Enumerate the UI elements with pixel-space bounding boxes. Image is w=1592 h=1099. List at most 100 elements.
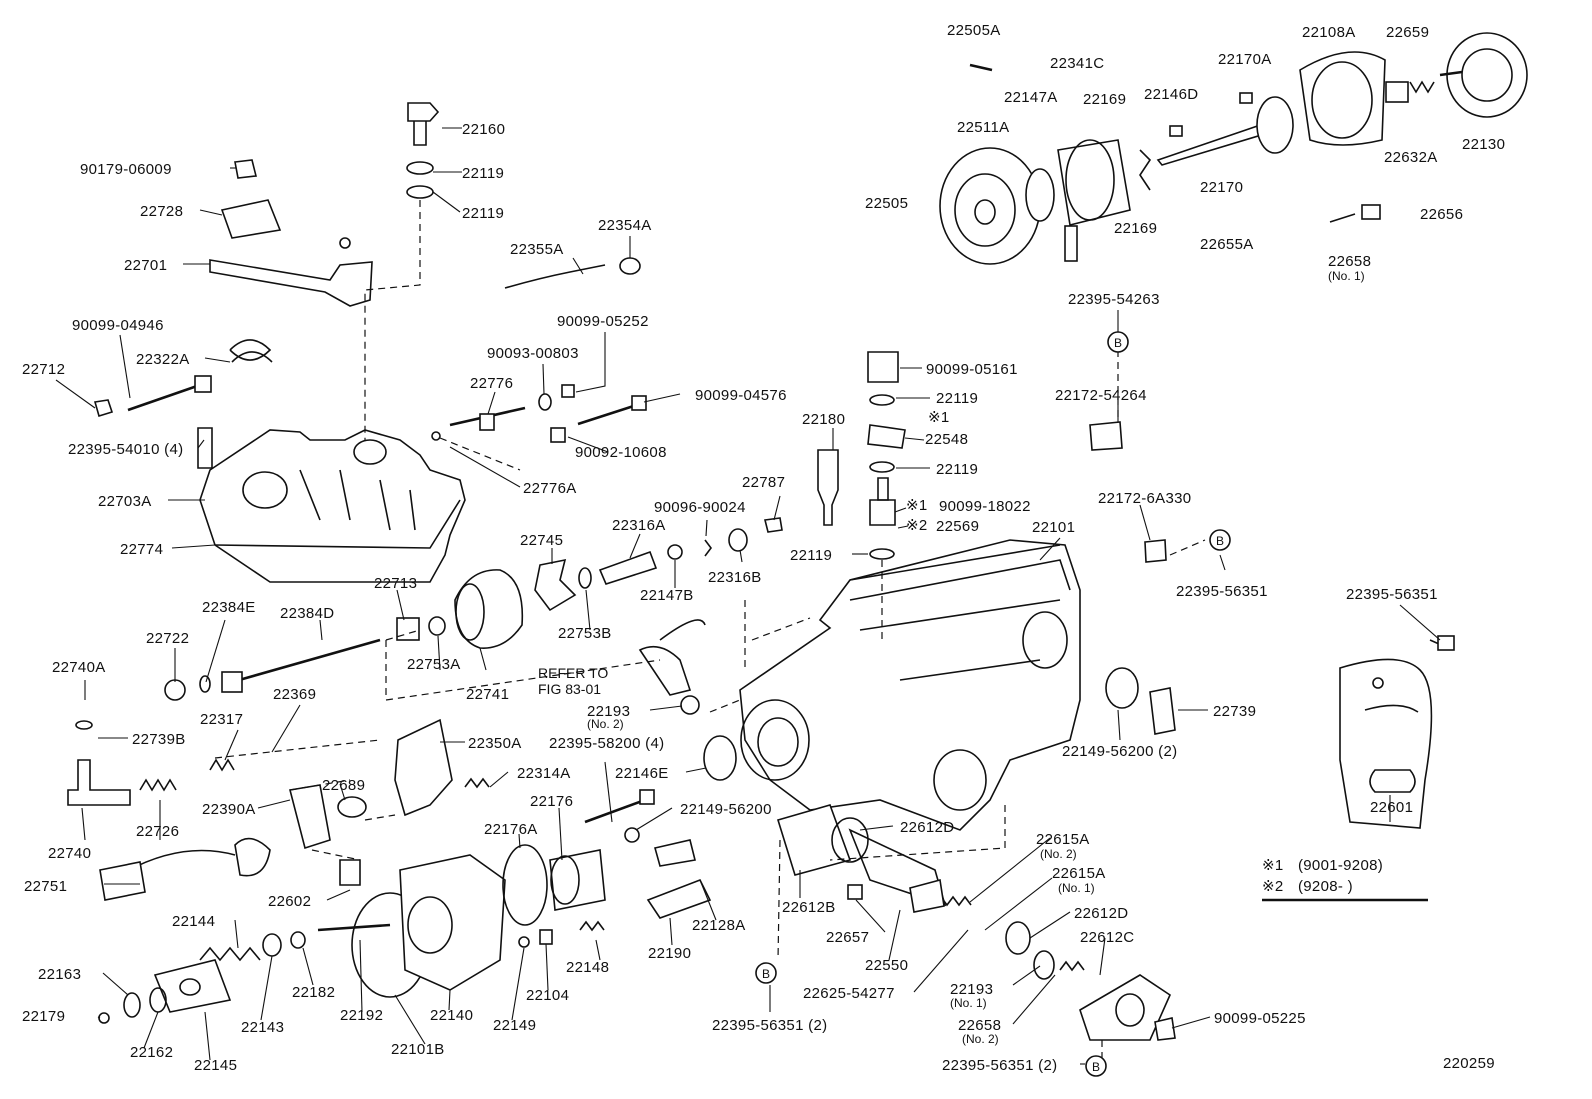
part-label: 22355A	[510, 241, 564, 258]
part-label: 22776	[470, 375, 513, 392]
part-label: 22160	[462, 121, 505, 138]
part-label: 90099-05225	[1214, 1010, 1306, 1027]
part-label: 22728	[140, 203, 183, 220]
part-label: 22787	[742, 474, 785, 491]
pump-housing	[739, 539, 1081, 831]
part-label: 22140	[430, 1007, 473, 1024]
part-label: 22193	[950, 981, 993, 998]
part-label: 22119	[936, 390, 978, 407]
part-label: 22149-56200	[680, 801, 772, 818]
part-label: 22395-56351 (2)	[942, 1057, 1057, 1074]
part-note: (No. 1)	[1058, 881, 1095, 895]
part-label: 22753A	[407, 656, 461, 673]
part-label: 22689	[322, 777, 365, 794]
part-label: 22170	[1200, 179, 1243, 196]
legend-symbol-1: ※1	[1262, 857, 1284, 874]
part-label: 22739B	[132, 731, 186, 748]
part-note: (No. 1)	[1328, 269, 1365, 283]
part-label: 22776A	[523, 480, 577, 497]
marker-b: B	[1209, 529, 1231, 551]
svg-text:B: B	[1216, 534, 1224, 548]
part-label: 22740	[48, 845, 91, 862]
part-label: 22505A	[947, 22, 1001, 39]
part-label: 22703A	[98, 493, 152, 510]
part-label: 22659	[1386, 24, 1429, 41]
part-label: 22657	[826, 929, 869, 946]
part-label: 22341C	[1050, 55, 1104, 72]
part-label: 22751	[24, 878, 67, 895]
svg-text:B: B	[1114, 336, 1122, 350]
part-label: 22182	[292, 984, 335, 1001]
part-label: 90099-05252	[557, 313, 649, 330]
part-note: (No. 2)	[587, 717, 624, 731]
part-label: 22179	[22, 1008, 65, 1025]
part-label: 22774	[120, 541, 163, 558]
part-label: 22146E	[615, 765, 669, 782]
part-label: 22180	[802, 411, 845, 428]
part-label: 22149	[493, 1017, 536, 1034]
part-label: 22739	[1213, 703, 1256, 720]
part-label: 22108A	[1302, 24, 1356, 41]
part-label: 22170A	[1218, 51, 1272, 68]
part-label: 22147A	[1004, 89, 1058, 106]
part-label: 22569	[936, 518, 979, 535]
part-label: 22390A	[202, 801, 256, 818]
part-label: 22119	[936, 461, 978, 478]
part-label: 22511A	[957, 119, 1009, 136]
part-label: 22753B	[558, 625, 612, 642]
part-label: 22317	[200, 711, 243, 728]
part-note: (No. 1)	[950, 996, 987, 1010]
leader-lines	[55, 127, 1441, 1065]
svg-text:B: B	[762, 967, 770, 981]
part-label: 22612B	[782, 899, 836, 916]
part-label: 22658	[958, 1017, 1001, 1034]
part-label: 22176A	[484, 821, 538, 838]
drawing-art	[67, 32, 1528, 1058]
part-label: 22384E	[202, 599, 256, 616]
part-label: 22369	[273, 686, 316, 703]
part-note: ※2	[906, 517, 928, 534]
part-label: 22169	[1114, 220, 1157, 237]
part-label: 22176	[530, 793, 573, 810]
part-label: 22726	[136, 823, 179, 840]
part-note: (No. 2)	[962, 1032, 999, 1046]
part-label: 22172-6A330	[1098, 490, 1191, 507]
part-label: 22395-58200 (4)	[549, 735, 664, 752]
legend-symbol-2: ※2	[1262, 878, 1284, 895]
part-note: ※1	[906, 497, 928, 514]
part-label: 22395-56351	[1346, 586, 1438, 603]
part-label: 22144	[172, 913, 215, 930]
part-label: 22128A	[692, 917, 746, 934]
part-label: 22656	[1420, 206, 1463, 223]
part-label: 22601	[1370, 799, 1413, 816]
part-label: 22350A	[468, 735, 522, 752]
part-label: 22713	[374, 575, 417, 592]
part-label: 22625-54277	[803, 985, 895, 1002]
part-label: 22316A	[612, 517, 666, 534]
part-label: 90099-18022	[939, 498, 1031, 515]
part-label: 22101B	[391, 1041, 445, 1058]
figure-number: 220259	[1443, 1055, 1495, 1072]
part-label: 22143	[241, 1019, 284, 1036]
part-label: 90099-04946	[72, 317, 164, 334]
part-label: 22612C	[1080, 929, 1134, 946]
part-label: 22655A	[1200, 236, 1254, 253]
part-label: 90099-04576	[695, 387, 787, 404]
part-label: 22314A	[517, 765, 571, 782]
part-label: 22316B	[708, 569, 762, 586]
marker-b: B	[1085, 1055, 1107, 1077]
part-label: 22395-54010 (4)	[68, 441, 183, 458]
svg-text:B: B	[1092, 1060, 1100, 1074]
part-label: 22658	[1328, 253, 1371, 270]
part-label: 22505	[865, 195, 908, 212]
part-label: 90096-90024	[654, 499, 746, 516]
side-plate	[1339, 658, 1433, 829]
part-label: 22395-54263	[1068, 291, 1160, 308]
part-label: 22615A	[1052, 865, 1106, 882]
part-label: 22612D	[900, 819, 954, 836]
part-label: 22741	[466, 686, 509, 703]
part-label: 90179-06009	[80, 161, 172, 178]
ref-note-line1: REFER TO	[538, 665, 608, 681]
